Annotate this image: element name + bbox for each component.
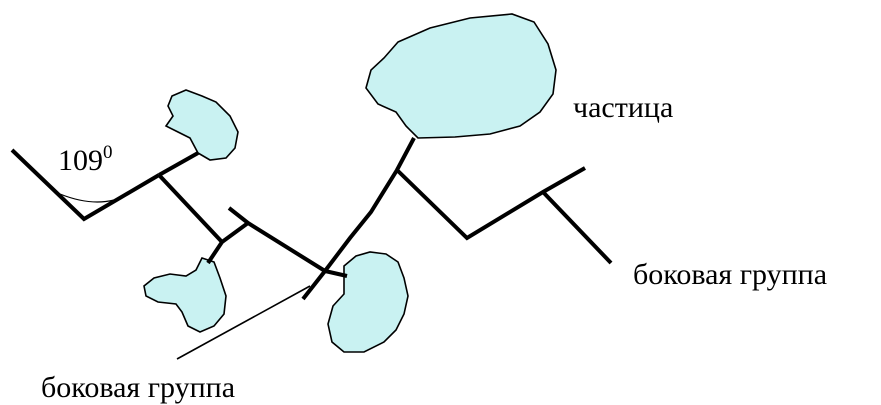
bond-to-bottom-particle [324,269,348,278]
side-group-right-label: боковая группа [633,258,827,291]
particle-bottom-left [143,257,227,333]
side-group-left-link [206,221,250,265]
angle-label: 1090 [58,142,113,177]
side-group-bottom-label: боковая группа [41,371,235,404]
particle-top-left [164,89,239,161]
side-group-left-chain [227,206,327,273]
particle-large [365,13,557,139]
particle-label: частица [573,91,673,124]
left-chain-end [10,148,161,222]
side-group-right-branch [541,190,613,265]
left-chain-bond [157,173,224,244]
left-chain-bond-to-particle [158,151,199,177]
angle-degree-mark: 0 [103,142,113,163]
side-group-bottom-leader [176,285,311,360]
particle-bottom-center [327,251,409,353]
angle-arc [59,193,115,203]
main-chain [301,137,416,301]
side-group-right [395,166,586,241]
